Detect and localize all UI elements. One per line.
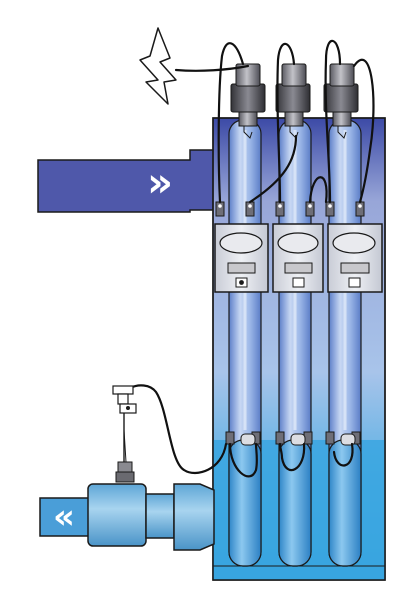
inlet-duct: » — [37, 149, 217, 213]
lamp-tube-3 — [328, 119, 362, 567]
square-icon[interactable] — [292, 277, 305, 288]
cables — [128, 39, 375, 478]
outlet-pipe: « — [39, 483, 215, 551]
lamp-cap-1 — [230, 63, 266, 139]
lamp-cap-2 — [275, 63, 311, 139]
inlet-arrow-icon: » — [147, 160, 173, 206]
control-unit-1 — [214, 223, 269, 293]
control-unit-3 — [327, 223, 383, 293]
sensor-probe-icon — [112, 385, 137, 483]
lower-connectors — [225, 431, 361, 446]
lightning-bolt-icon — [139, 27, 177, 105]
lamp-cap-3 — [323, 63, 359, 139]
square-icon[interactable] — [348, 277, 361, 288]
outlet-arrow-icon: « — [53, 497, 75, 537]
lamp-tube-1 — [228, 119, 262, 567]
control-unit-2 — [272, 223, 324, 293]
lamp-tube-2 — [278, 119, 312, 567]
upper-connectors — [215, 201, 365, 217]
